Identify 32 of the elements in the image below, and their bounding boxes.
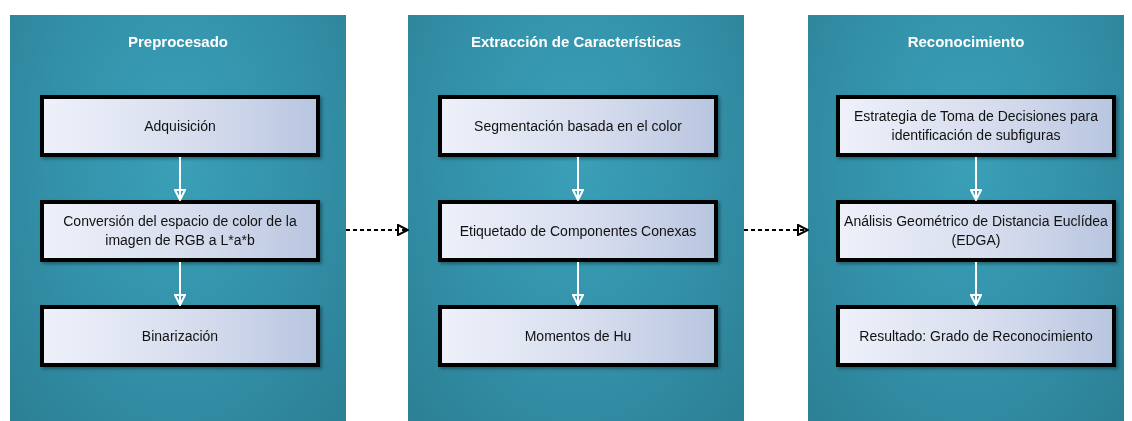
process-box: [836, 305, 1116, 367]
process-label: Segmentación basada en el color: [474, 116, 682, 136]
arrow: [970, 261, 982, 306]
stage-panel: [10, 15, 346, 421]
panel-title: Preprocesado: [126, 33, 229, 50]
arrow: [572, 156, 584, 201]
process-box: [836, 200, 1116, 262]
process-box: [40, 305, 320, 367]
arrow: [174, 261, 186, 306]
arrow: [345, 224, 409, 236]
process-box: [438, 200, 718, 262]
process-label: Adquisición: [144, 116, 216, 136]
arrow: [572, 261, 584, 306]
process-box: [438, 305, 718, 367]
panel-title: Reconocimiento: [906, 33, 1026, 50]
panel-title: Extracción de Características: [469, 33, 683, 50]
arrow: [743, 224, 809, 236]
process-box: [438, 95, 718, 157]
process-label: Etiquetado de Componentes Conexas: [459, 221, 697, 241]
process-box: [40, 95, 320, 157]
process-label: Análisis Geométrico de Distancia Euclídea (EDGA): [844, 212, 1108, 250]
process-label: Momentos de Hu: [524, 326, 632, 346]
process-label: Resultado: Grado de Reconocimiento: [859, 326, 1093, 346]
arrow: [970, 156, 982, 201]
process-box: [836, 95, 1116, 157]
stage-panel: [808, 15, 1124, 421]
process-label: Conversión del espacio de color de la imagen de RGB a L*a*b: [62, 212, 298, 250]
process-label: Estrategia de Toma de Decisiones para identificación de subfiguras: [852, 107, 1100, 145]
process-label: Binarización: [141, 326, 219, 346]
stage-panel: [408, 15, 744, 421]
arrow: [174, 156, 186, 201]
process-box: [40, 200, 320, 262]
